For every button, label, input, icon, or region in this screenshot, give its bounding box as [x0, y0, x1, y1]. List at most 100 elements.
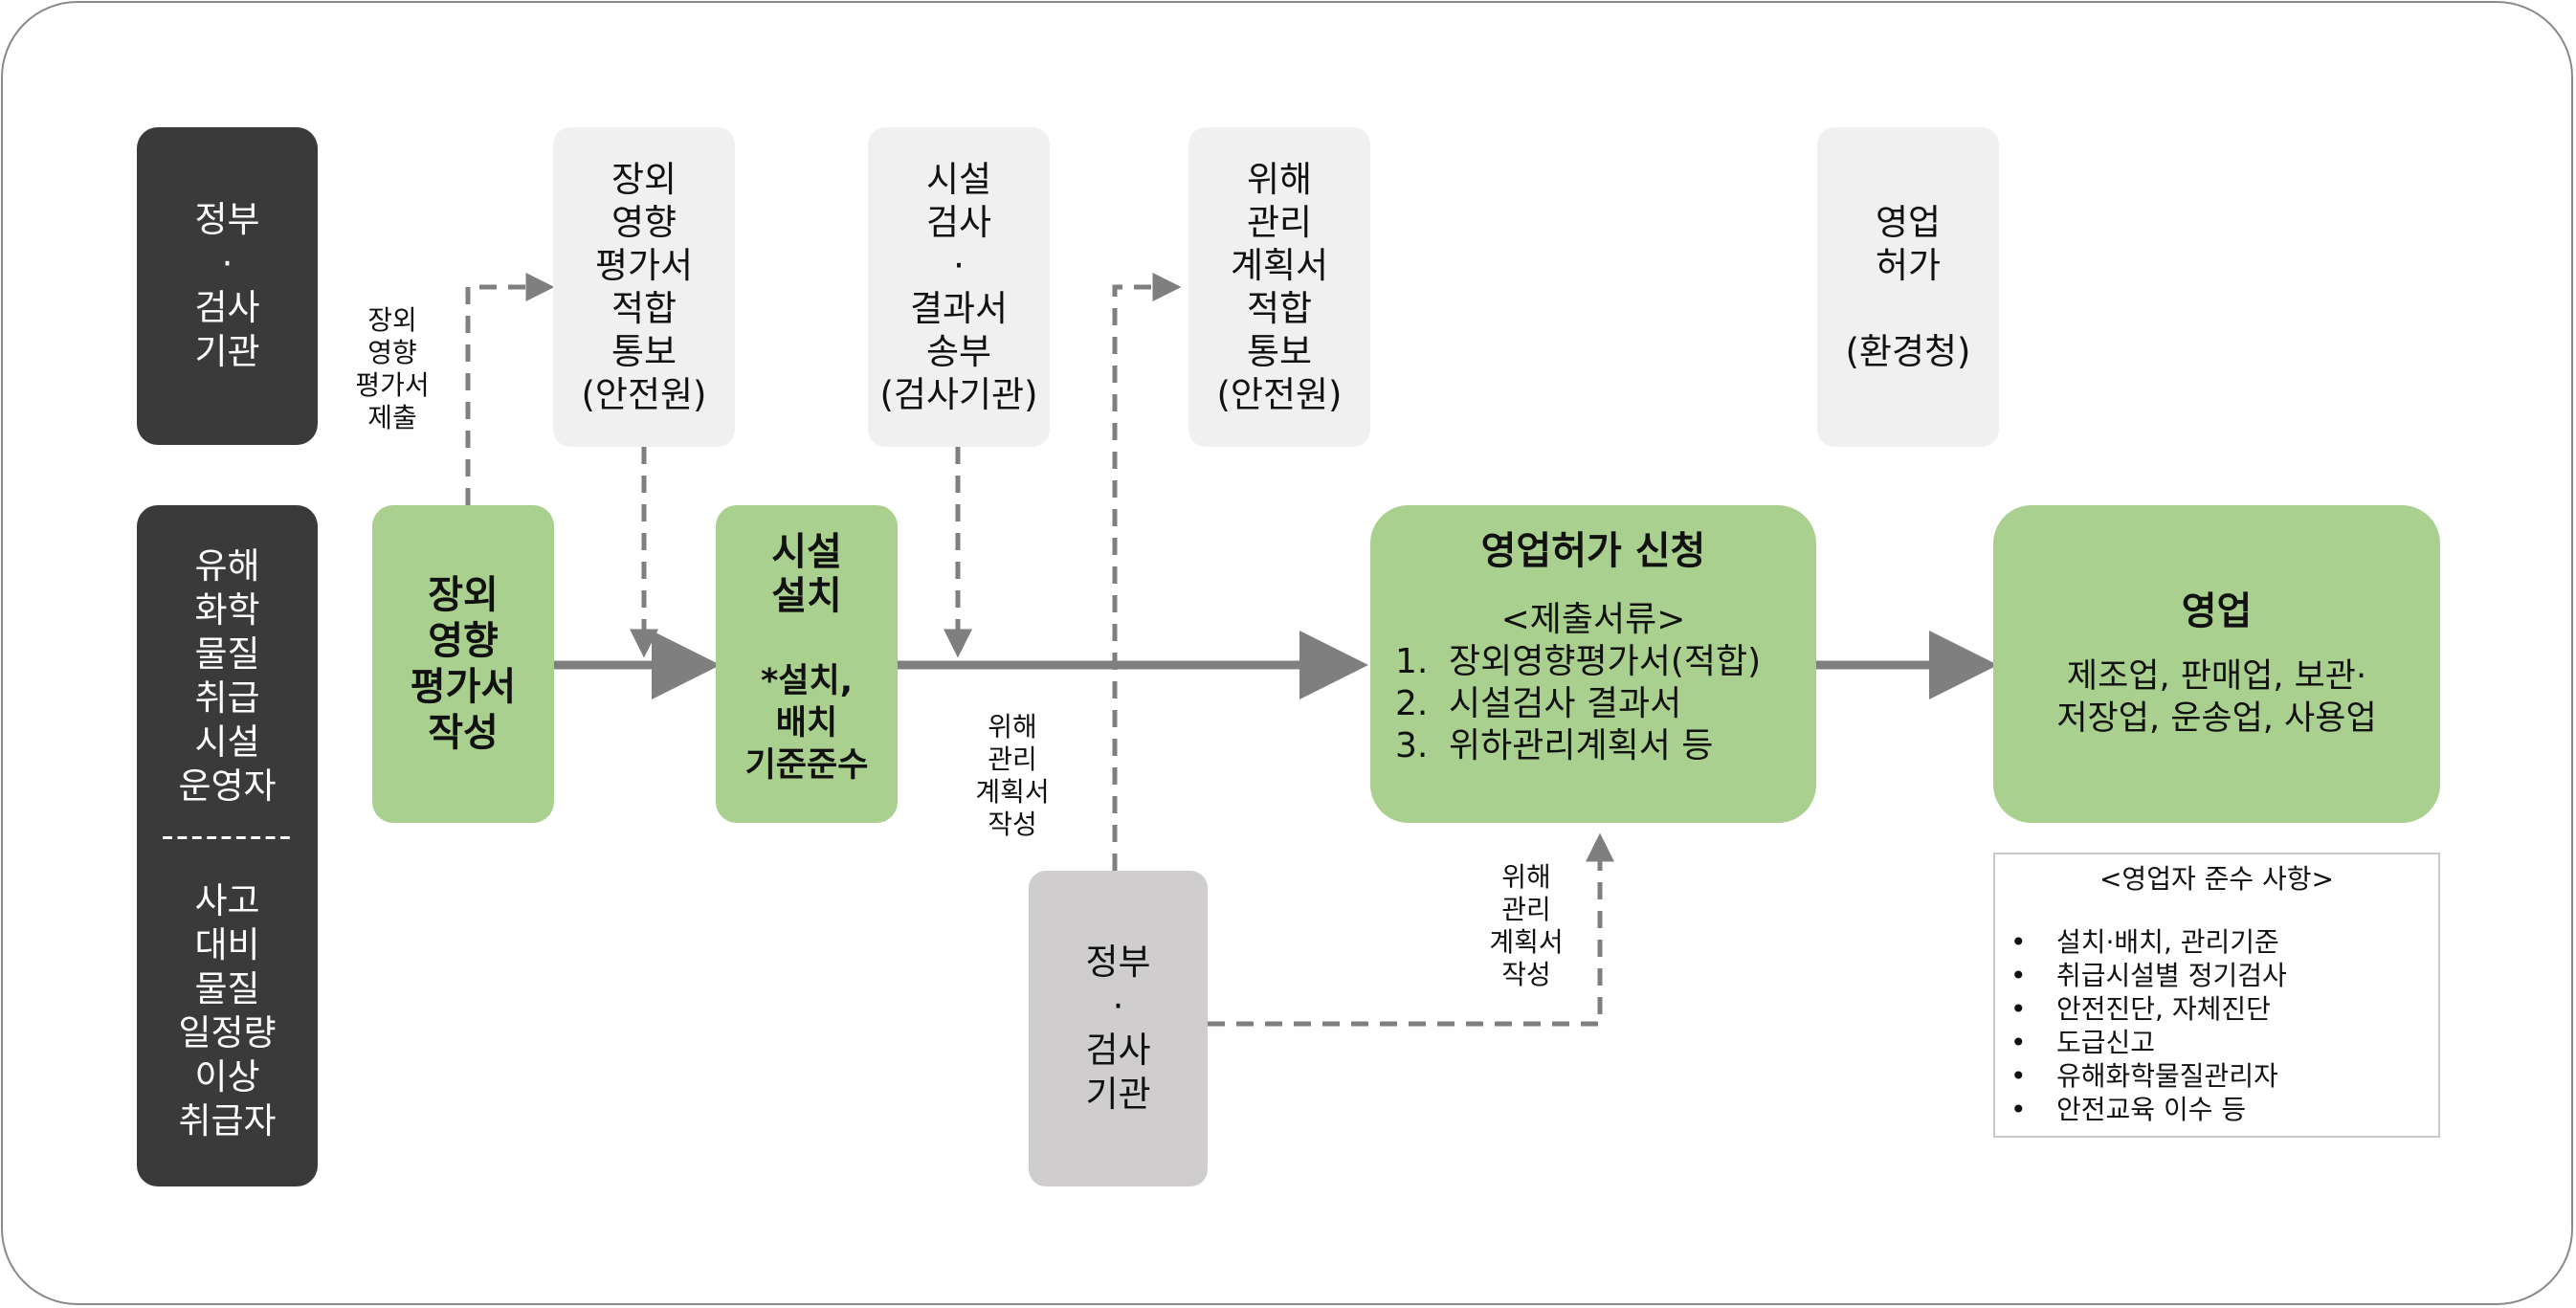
compliance-item: • 취급시설별 정기검사 [2010, 959, 2287, 992]
plan-notice-line: 관리 [1246, 202, 1313, 243]
compliance-item-text: 설치·배치, 관리기준 [2056, 926, 2279, 958]
note-line: 평가서 [355, 369, 430, 401]
assessment-notice-line: 적합 [611, 288, 677, 329]
inspection-result-line: 송부 [925, 331, 992, 372]
gov-bottom-box: 정부 · 검사 기관 [1029, 871, 1208, 1186]
inspection-result-line: 결과서 [909, 288, 1009, 329]
facility-step-title: 시설 [771, 530, 842, 574]
assessment-notice-line: 평가서 [594, 245, 694, 286]
actor-separator: --------- [161, 815, 294, 856]
business-license-line: 영업 [1875, 202, 1942, 243]
note-write-plan-1: 위해 관리 계획서 작성 [950, 711, 1075, 841]
assessment-step-line: 작성 [428, 711, 499, 755]
note-line: 계획서 [975, 776, 1050, 808]
gov-bottom-line: 기관 [1085, 1074, 1151, 1115]
actor-accident-line: 이상 [194, 1056, 260, 1097]
compliance-item: •안전교육 이수 등 [2010, 1093, 2287, 1126]
compliance-item: •안전진단, 자체진단 [2010, 992, 2287, 1026]
note-line: 제출 [367, 402, 417, 433]
actor-gov-top-line: 검사 [194, 287, 260, 328]
inspection-result-line: 시설 [925, 159, 992, 200]
application-doc-text: 위하관리계획서 등 [1449, 726, 1714, 765]
actor-accident-line: 대비 [194, 924, 260, 965]
actor-gov-top-line: · [221, 243, 233, 284]
bullet-icon: • [2010, 926, 2027, 958]
compliance-title: <영업자 준수 사항> [2099, 863, 2335, 895]
assessment-step: 장외 영향 평가서 작성 [372, 505, 554, 823]
application-doc-item: 2. 시설검사 결과서 [1395, 683, 1761, 725]
compliance-item-text: 유해화학물질관리자 [2056, 1060, 2278, 1092]
business-types-line: 제조업, 판매업, 보관· [2066, 657, 2367, 696]
note-line: 작성 [988, 809, 1037, 840]
compliance-box: <영업자 준수 사항> • 설치·배치, 관리기준 • 취급시설별 정기검사 •안전… [1993, 853, 2440, 1138]
actor-operator: 유해 화학 물질 취급 시설 운영자 --------- 사고 대비 물질 일정… [137, 505, 318, 1186]
application-step: 영업허가 신청 <제출서류> 1. 장외영향평가서(적합) 2. 시설검사 결과… [1370, 505, 1816, 823]
application-doc-number: 2. [1395, 684, 1429, 723]
actor-operator-line: 물질 [194, 633, 260, 675]
application-docs-list: 1. 장외영향평가서(적합) 2. 시설검사 결과서 3. 위하관리계획서 등 [1395, 641, 1761, 767]
inspection-result-box: 시설 검사 · 결과서 송부 (검사기관) [868, 127, 1050, 447]
actor-operator-line: 유해 [194, 545, 260, 587]
actor-accident-line: 일정량 [178, 1012, 277, 1053]
actor-operator-line: 시설 [194, 721, 260, 763]
compliance-list: • 설치·배치, 관리기준 • 취급시설별 정기검사 •안전진단, 자체진단 • 도급… [2010, 925, 2287, 1126]
application-doc-number: 1. [1395, 642, 1429, 681]
application-doc-text: 시설검사 결과서 [1449, 684, 1682, 723]
actor-gov-top-line: 정부 [194, 199, 260, 240]
facility-step: 시설 설치 *설치, 배치 기준준수 [716, 505, 898, 823]
compliance-item-text: 취급시설별 정기검사 [2056, 960, 2287, 991]
plan-notice-line: (안전원) [1216, 374, 1343, 415]
note-line: 관리 [1501, 894, 1551, 925]
application-doc-number: 3. [1395, 726, 1429, 765]
assessment-notice-line: 장외 [611, 159, 677, 200]
actor-accident-line: 취급자 [178, 1100, 277, 1142]
plan-notice-box: 위해 관리 계획서 적합 통보 (안전원) [1188, 127, 1370, 447]
business-title: 영업 [2181, 589, 2253, 633]
note-line: 위해 [1501, 861, 1551, 893]
dashed-submit-assessment [465, 273, 555, 505]
note-line: 계획서 [1489, 926, 1564, 958]
business-license-box: 영업 허가 (환경청) [1817, 127, 1999, 447]
note-line: 관리 [988, 743, 1037, 775]
actor-operator-line: 취급 [194, 677, 260, 719]
bullet-icon: • [2010, 993, 2027, 1025]
assessment-notice-line: 통보 [611, 331, 677, 372]
application-doc-text: 장외영향평가서(적합) [1449, 642, 1762, 681]
facility-step-note: *설치, [761, 662, 853, 700]
compliance-item-text: 도급신고 [2056, 1027, 2156, 1058]
bullet-icon: • [2010, 1060, 2027, 1092]
business-types-line: 저장업, 운송업, 사용업 [2056, 699, 2377, 738]
application-docs-label: <제출서류> [1500, 600, 1686, 639]
note-write-plan-2: 위해 관리 계획서 작성 [1464, 861, 1588, 991]
actor-gov-top-line: 기관 [194, 331, 260, 372]
note-line: 작성 [1501, 959, 1551, 990]
assessment-notice-line: 영향 [611, 202, 677, 243]
plan-notice-line: 통보 [1246, 331, 1313, 372]
gov-bottom-line: 검사 [1085, 1030, 1151, 1071]
gov-bottom-line: · [1112, 986, 1124, 1027]
actor-operator-line: 화학 [194, 589, 260, 631]
plan-notice-line: 위해 [1246, 159, 1313, 200]
note-line: 영향 [367, 337, 417, 368]
plan-notice-line: 계획서 [1230, 245, 1329, 286]
note-line: 장외 [367, 304, 417, 336]
facility-step-note: 기준준수 [744, 746, 869, 785]
application-doc-item: 1. 장외영향평가서(적합) [1395, 641, 1761, 683]
application-doc-item: 3. 위하관리계획서 등 [1395, 725, 1761, 767]
actor-operator-line: 운영자 [178, 765, 277, 807]
bullet-icon: • [2010, 1094, 2027, 1125]
note-line: 위해 [988, 711, 1037, 743]
dashed-gov-to-application [1208, 832, 1614, 1027]
compliance-item: • 유해화학물질관리자 [2010, 1059, 2287, 1093]
inspection-result-line: 검사 [925, 202, 992, 243]
compliance-item: • 설치·배치, 관리기준 [2010, 925, 2287, 959]
assessment-notice-line: (안전원) [581, 374, 707, 415]
assessment-step-line: 장외 [428, 573, 499, 617]
inspection-result-line: (검사기관) [879, 374, 1038, 415]
bullet-icon: • [2010, 960, 2027, 991]
business-step: 영업 제조업, 판매업, 보관· 저장업, 운송업, 사용업 [1993, 505, 2440, 823]
dashed-gov-to-plan-notice [1112, 273, 1182, 871]
gov-bottom-line: 정부 [1085, 942, 1151, 983]
